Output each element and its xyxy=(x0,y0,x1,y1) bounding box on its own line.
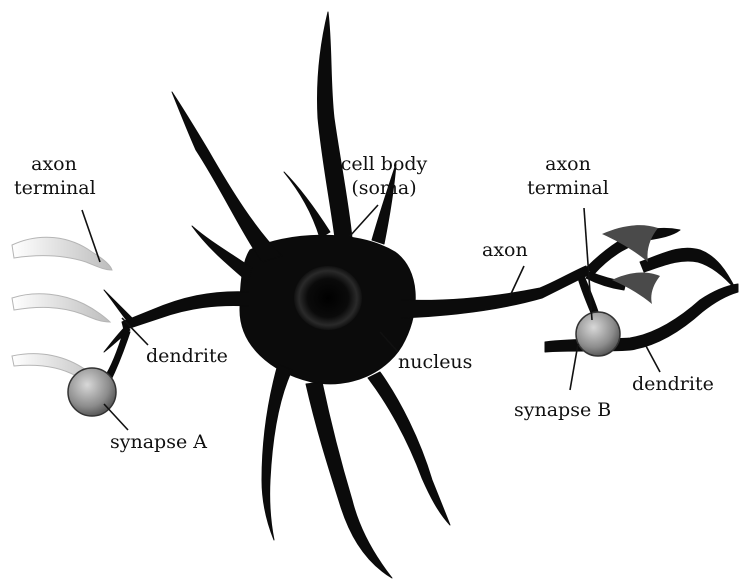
label-axon-terminal-left: axon terminal xyxy=(14,152,94,200)
synapse-b-bulb xyxy=(576,312,620,356)
label-dendrite-right: dendrite xyxy=(632,372,714,396)
label-line: cell body xyxy=(334,152,434,176)
label-line: axon xyxy=(14,152,94,176)
label-line: (soma) xyxy=(334,176,434,200)
label-synapse-a: synapse A xyxy=(110,430,207,454)
label-line: axon xyxy=(520,152,616,176)
label-axon: axon xyxy=(482,238,528,262)
label-nucleus: nucleus xyxy=(398,350,472,374)
label-cell-body: cell body (soma) xyxy=(334,152,434,200)
label-axon-terminal-right: axon terminal xyxy=(520,152,616,200)
label-dendrite-left: dendrite xyxy=(146,344,228,368)
label-synapse-b: synapse B xyxy=(514,398,611,422)
label-line: terminal xyxy=(520,176,616,200)
label-line: terminal xyxy=(14,176,94,200)
